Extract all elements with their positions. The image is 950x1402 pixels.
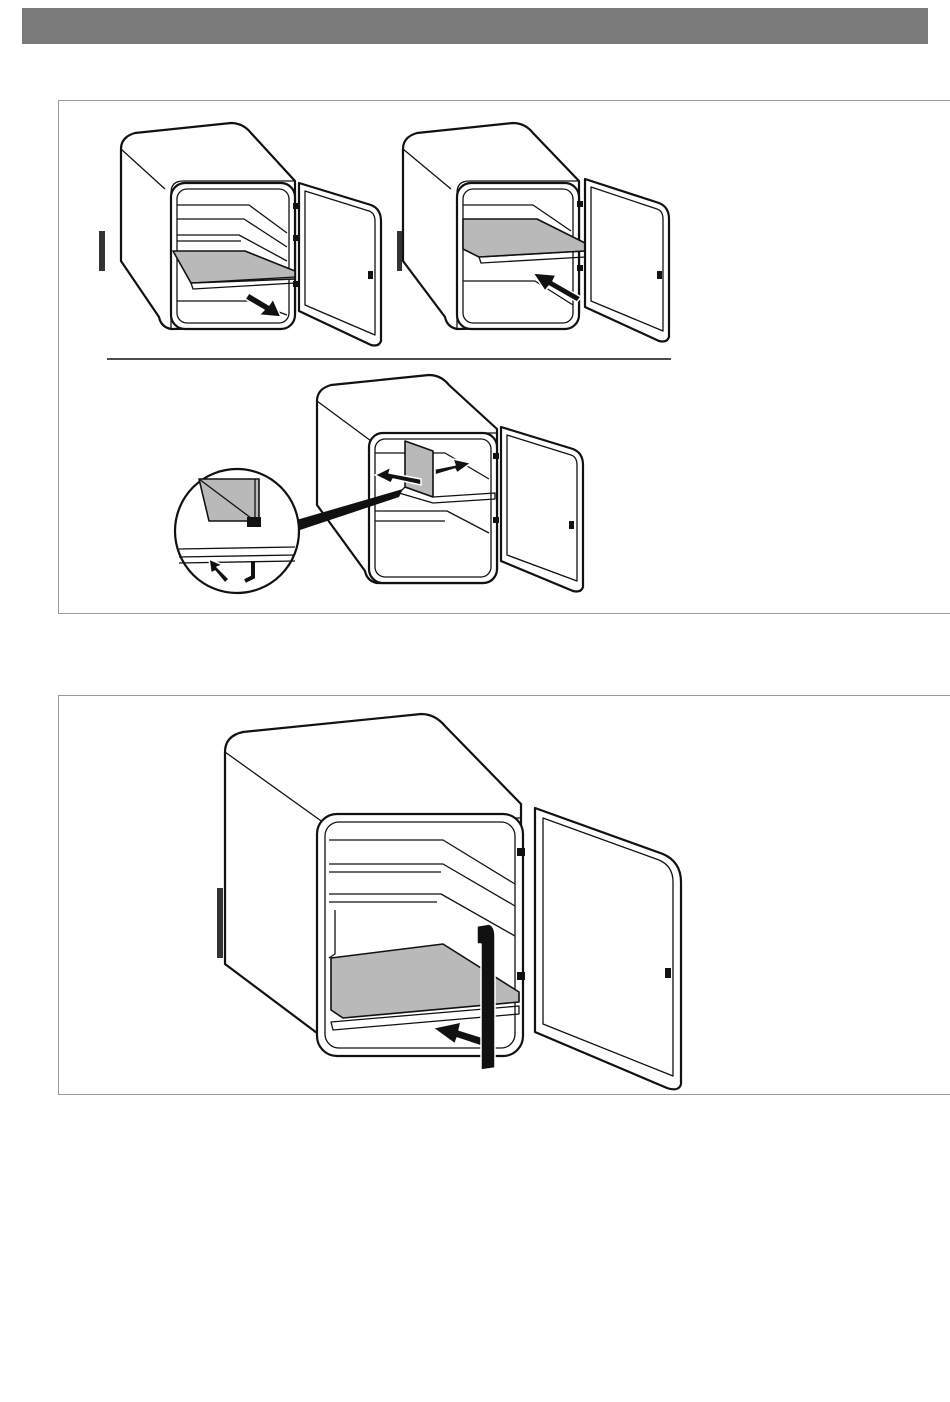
instruction-panel-shelves (58, 100, 950, 614)
header-bar (22, 8, 928, 44)
bottom-shelf-illustration (59, 696, 950, 1096)
figure-insert-shelf (397, 123, 669, 342)
figure-adjust-divider (175, 375, 583, 593)
figure-remove-shelf (99, 123, 381, 346)
figure-insert-bottom-shelf (217, 714, 681, 1089)
instruction-panel-bottom-shelf (58, 695, 950, 1095)
shelf-steps-illustration (59, 101, 950, 615)
